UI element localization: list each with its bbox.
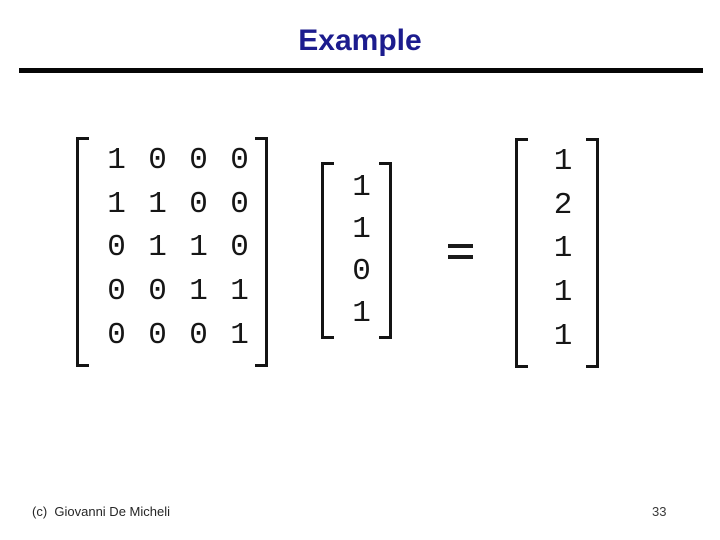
matrix-cell: 0 xyxy=(230,143,249,179)
matrix-cell: 1 xyxy=(148,186,167,222)
vector-b: 1 1 0 1 xyxy=(321,162,392,339)
left-bracket xyxy=(515,138,528,368)
vector-result-grid: 1 2 1 1 1 xyxy=(539,140,587,358)
matrix-cell: 0 xyxy=(107,230,126,266)
matrix-cell: 1 xyxy=(189,274,208,310)
footer-copyright: (c) Giovanni De Micheli xyxy=(32,504,170,519)
matrix-cell: 0 xyxy=(107,317,126,353)
matrix-a: 1 0 0 0 1 1 0 0 0 1 1 0 0 0 1 1 0 0 0 1 xyxy=(76,137,268,367)
vector-cell: 1 xyxy=(553,275,573,311)
vector-result: 1 2 1 1 1 xyxy=(515,138,599,368)
left-bracket xyxy=(321,162,334,339)
matrix-cell: 1 xyxy=(107,186,126,222)
matrix-cell: 0 xyxy=(107,274,126,310)
vector-b-grid: 1 1 0 1 xyxy=(343,166,380,335)
vector-cell: 1 xyxy=(553,144,573,180)
vector-cell: 1 xyxy=(352,211,371,247)
matrix-cell: 1 xyxy=(148,230,167,266)
matrix-cell: 0 xyxy=(189,143,208,179)
matrix-a-grid: 1 0 0 0 1 1 0 0 0 1 1 0 0 0 1 1 0 0 0 1 xyxy=(96,139,260,357)
right-bracket xyxy=(586,138,599,368)
vector-cell: 1 xyxy=(553,231,573,267)
vector-cell: 1 xyxy=(352,296,371,332)
matrix-cell: 0 xyxy=(230,186,249,222)
vector-cell: 2 xyxy=(553,187,573,223)
title-divider xyxy=(19,68,703,73)
vector-cell: 0 xyxy=(352,254,371,290)
right-bracket xyxy=(379,162,392,339)
right-bracket xyxy=(255,137,268,367)
matrix-cell: 0 xyxy=(148,274,167,310)
equals-sign: = xyxy=(448,244,473,259)
matrix-cell: 1 xyxy=(230,274,249,310)
matrix-cell: 1 xyxy=(107,143,126,179)
matrix-cell: 0 xyxy=(148,143,167,179)
vector-cell: 1 xyxy=(553,318,573,354)
matrix-cell: 0 xyxy=(230,230,249,266)
matrix-cell: 0 xyxy=(189,186,208,222)
page-number: 33 xyxy=(652,504,667,519)
page-title: Example xyxy=(298,24,422,57)
matrix-cell: 1 xyxy=(189,230,208,266)
vector-cell: 1 xyxy=(352,169,371,205)
left-bracket xyxy=(76,137,89,367)
matrix-cell: 0 xyxy=(148,317,167,353)
matrix-cell: 1 xyxy=(230,317,249,353)
matrix-cell: 0 xyxy=(189,317,208,353)
